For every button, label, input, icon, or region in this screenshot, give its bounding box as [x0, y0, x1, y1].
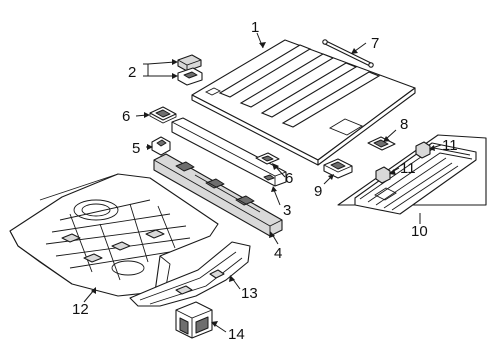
- part-9-bracket: [323, 158, 353, 179]
- part-10-sill-trim: [337, 134, 487, 215]
- callout-3: 3: [283, 202, 291, 219]
- callout-11-left: 11: [400, 160, 416, 177]
- callout-5: 5: [132, 140, 140, 157]
- callout-12: 12: [72, 301, 89, 318]
- callout-2: 2: [128, 64, 136, 81]
- callout-6-upper: 6: [122, 108, 130, 125]
- callout-14: 14: [228, 326, 245, 343]
- part-6-lower-clip: [255, 152, 280, 165]
- callout-9: 9: [314, 183, 322, 200]
- part-7-support-rod: [322, 39, 374, 68]
- callout-7: 7: [371, 35, 379, 52]
- part-11-clips: [375, 141, 431, 184]
- callout-8: 8: [400, 116, 408, 133]
- part-8-tray: [367, 136, 396, 151]
- callout-4: 4: [274, 245, 282, 262]
- callout-10: 10: [411, 223, 428, 240]
- callout-labels: 1 2 3 4 5 6 6 7 8 9 10 11 11 12 13 14: [72, 19, 458, 343]
- callout-11-right: 11: [442, 137, 458, 154]
- part-6-upper-clip: [149, 106, 177, 124]
- callout-13: 13: [241, 285, 258, 302]
- part-4-crossmember: [153, 153, 283, 237]
- part-1-load-floor-panel: [191, 39, 416, 166]
- callout-6-lower: 6: [285, 170, 293, 187]
- part-2-brackets: [177, 54, 203, 86]
- leader-lines: [83, 32, 442, 333]
- part-14-box: [175, 301, 213, 339]
- part-13-rear-structure: [129, 241, 251, 307]
- callout-1: 1: [251, 19, 259, 36]
- part-5-clip: [151, 136, 171, 156]
